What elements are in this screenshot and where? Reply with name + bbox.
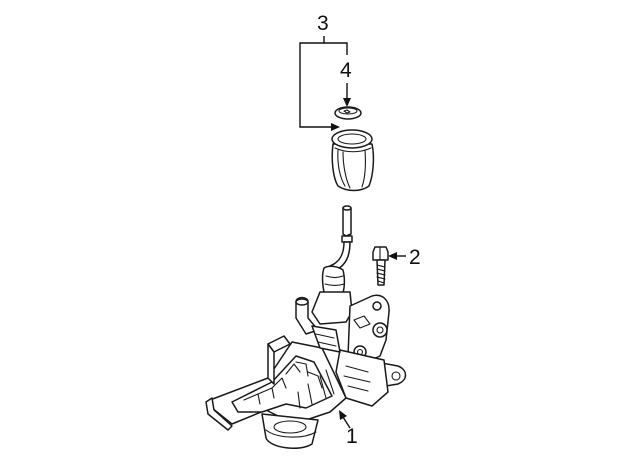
callout-1-label: 1 [346,425,358,448]
callout-3-leader [299,36,348,131]
shift-knob [331,129,375,192]
shifter-assembly [205,205,407,450]
callout-1-leader [339,410,351,429]
callout-3-label: 3 [317,12,329,35]
callout-4-label: 4 [340,59,352,82]
mounting-bolt [372,246,389,286]
shift-knob-emblem [334,106,362,120]
callout-2-label: 2 [409,246,421,269]
callout-2-leader [388,252,406,260]
callout-4-leader [343,83,351,107]
